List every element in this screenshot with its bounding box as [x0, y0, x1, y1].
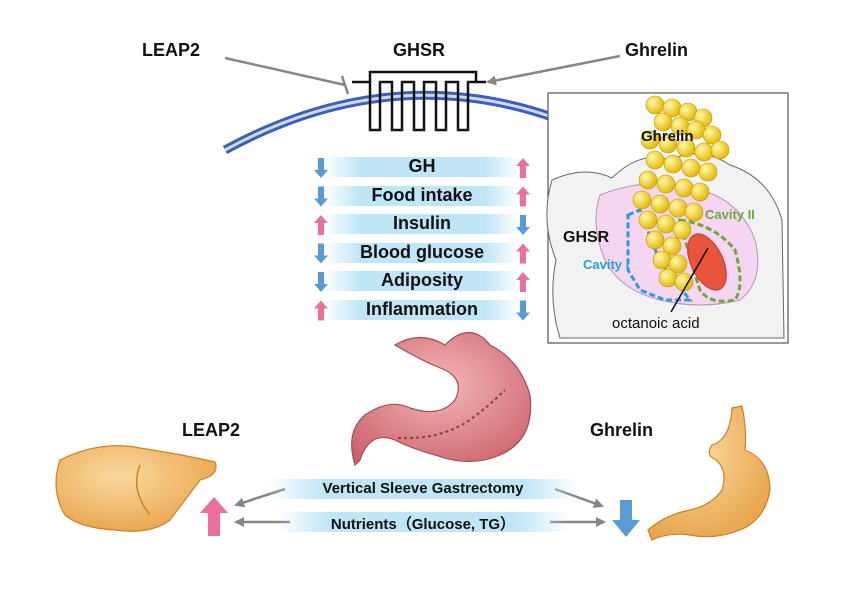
nutrients-bar	[278, 512, 568, 532]
inset-ghsr-label: GHSR	[563, 229, 610, 246]
effect-bar	[324, 242, 520, 263]
inset-ghrelin-label: Ghrelin	[641, 128, 694, 145]
effect-bar	[324, 157, 520, 177]
ghrelin-sphere	[632, 190, 652, 210]
effect-label: Blood glucose	[359, 241, 484, 262]
octanoic-label: octanoic acid	[612, 315, 700, 332]
ghrelin-sphere	[681, 158, 701, 178]
leap2-bottom-label: LEAP2	[182, 420, 241, 440]
ghrelin-activation-arrow	[486, 54, 621, 86]
effect-label: Food intake	[371, 184, 473, 205]
effect-bar	[324, 271, 520, 291]
ghrelin-sphere	[694, 142, 714, 162]
cavity2-label: Cavity II	[705, 207, 755, 222]
ghrelin-sphere	[650, 194, 670, 214]
leap2-up-arrow	[200, 497, 228, 536]
ghrelin-sphere	[640, 130, 660, 150]
effect-bar	[324, 185, 520, 206]
nutrients-label: Nutrients（Glucose, TG）	[330, 516, 516, 533]
ghrelin-sphere	[672, 220, 692, 240]
ghrelin-sphere	[656, 214, 676, 234]
effect-label: Adiposity	[380, 270, 463, 290]
ghrelin-sphere	[702, 125, 722, 145]
ghrelin-sphere	[676, 138, 696, 158]
ghrelin-sphere	[656, 174, 676, 194]
ghrelin-spheres	[632, 95, 730, 292]
ghrelin-top-label: Ghrelin	[625, 40, 689, 60]
leap2-inhibition-line	[224, 56, 346, 87]
ghrelin-sphere	[710, 140, 730, 160]
effect-bar	[324, 214, 520, 234]
ghsr-top-label: GHSR	[393, 40, 446, 60]
octanoic-pointer	[670, 247, 709, 313]
cavity1-label: Cavity I	[583, 257, 630, 272]
ghrelin-sphere	[690, 182, 710, 202]
protein-structure	[546, 95, 785, 339]
liver-illustration	[55, 445, 217, 532]
stomach-illustration	[351, 331, 532, 467]
vsg-label: Vertical Sleeve Gastrectomy	[322, 480, 524, 497]
ghrelin-sphere	[684, 202, 704, 222]
effect-arrows	[314, 158, 530, 321]
ghrelin-sphere	[674, 178, 694, 198]
ghrelin-sphere	[645, 230, 665, 250]
ghrelin-bottom-label: Ghrelin	[590, 420, 654, 440]
ghrelin-sphere	[668, 198, 688, 218]
vsg-bar	[268, 479, 578, 499]
ghrelin-down-arrow	[612, 500, 640, 537]
ghsr-receptor	[352, 80, 486, 132]
ghrelin-sphere	[668, 254, 688, 274]
ghrelin-sphere	[638, 170, 658, 190]
effect-label: Inflammation	[365, 298, 478, 319]
ghrelin-sphere	[663, 154, 683, 174]
ghrelin-sphere	[658, 134, 678, 154]
ghrelin-sphere	[645, 150, 665, 170]
right-stomach-illustration	[647, 405, 771, 541]
octanoic-acid-shape	[687, 233, 727, 291]
ghrelin-sphere	[662, 236, 682, 256]
leap2-top-label: LEAP2	[142, 40, 201, 60]
effect-bar	[324, 299, 520, 320]
ghrelin-sphere	[658, 268, 678, 288]
effect-label: GH	[408, 156, 436, 176]
ghrelin-sphere	[645, 95, 665, 115]
ghrelin-sphere	[698, 162, 718, 182]
ghrelin-sphere	[638, 210, 658, 230]
effect-label: Insulin	[393, 213, 451, 233]
ghrelin-sphere	[652, 250, 672, 270]
